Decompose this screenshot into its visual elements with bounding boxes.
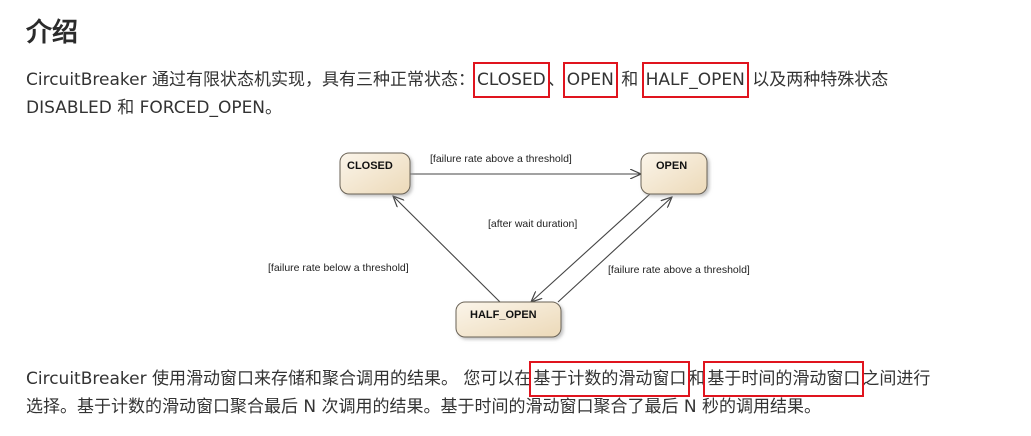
window-line2: 选择。基于计数的滑动窗口聚合最后 N 次调用的结果。基于时间的滑动窗口聚合了最后…	[26, 397, 822, 417]
arrow-open-to-half-open	[531, 193, 651, 302]
highlight-closed: CLOSED	[472, 62, 550, 98]
intro-sep2: 和	[615, 70, 644, 90]
state-half-open: HALF_OPEN	[455, 301, 562, 338]
state-open: OPEN	[640, 152, 708, 195]
label-half-open-to-closed: [failure rate below a threshold]	[268, 262, 409, 274]
intro-line2: DISABLED 和 FORCED_OPEN。	[26, 98, 283, 118]
label-half-open-to-open: [failure rate above a threshold]	[608, 264, 750, 276]
state-closed-label: CLOSED	[347, 160, 393, 172]
label-open-to-half-open: [after wait duration]	[488, 218, 577, 230]
window-text-mid: 和	[688, 369, 706, 389]
highlight-open: OPEN	[562, 62, 618, 98]
highlight-count-window: 基于计数的滑动窗口	[529, 361, 691, 397]
intro-sep1: 、	[547, 70, 565, 90]
highlight-half-open: HALF_OPEN	[641, 62, 749, 98]
state-half-open-label: HALF_OPEN	[470, 309, 537, 321]
window-text-prefix: CircuitBreaker 使用滑动窗口来存储和聚合调用的结果。 您可以在	[26, 369, 532, 389]
state-open-label: OPEN	[656, 160, 687, 172]
arrow-half-open-to-open	[557, 197, 672, 303]
intro-text-suffix: 以及两种特殊状态	[746, 70, 889, 90]
sliding-window-paragraph: CircuitBreaker 使用滑动窗口来存储和聚合调用的结果。 您可以在基于…	[26, 361, 931, 421]
highlight-time-window: 基于时间的滑动窗口	[703, 361, 865, 397]
state-closed: CLOSED	[339, 152, 411, 195]
intro-text-prefix: CircuitBreaker 通过有限状态机实现，具有三种正常状态：	[26, 70, 475, 90]
intro-paragraph: CircuitBreaker 通过有限状态机实现，具有三种正常状态：CLOSED…	[26, 62, 889, 122]
arrow-half-open-to-closed	[393, 196, 501, 303]
window-text-suffix: 之间进行	[862, 369, 931, 389]
page-title: 介绍	[26, 18, 79, 48]
label-closed-to-open: [failure rate above a threshold]	[430, 153, 572, 165]
